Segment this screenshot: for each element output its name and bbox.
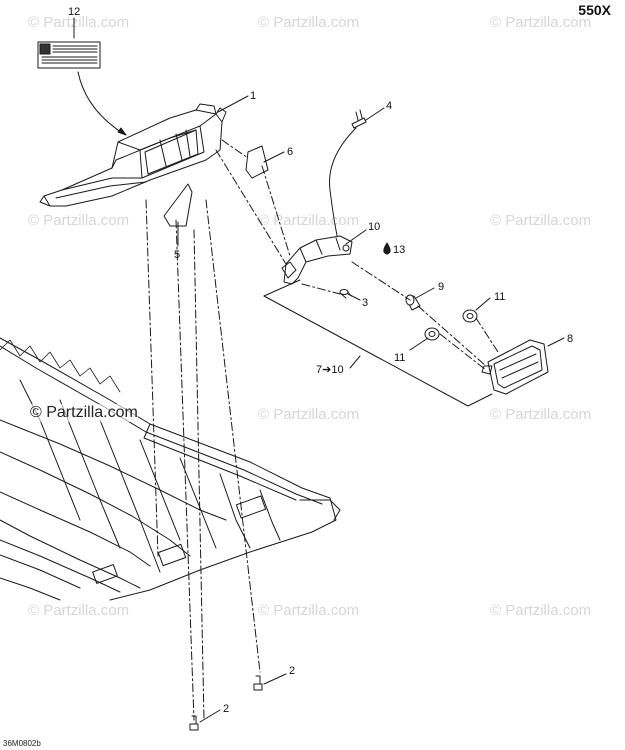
alignment-line [417,305,487,367]
alignment-line [145,199,159,557]
console-part [39,103,227,207]
callout-10: 10 [368,221,380,233]
callout-12: 12 [68,6,80,18]
bolt-part [253,675,263,691]
alignment-line [205,199,261,673]
callout-2: 2 [289,665,295,677]
alignment-line [193,229,205,721]
alignment-line [439,333,487,371]
decal-arrow [77,71,125,135]
side-panel-part [245,145,269,179]
bolt-part [351,109,367,129]
watermark-main: © Partzilla.com [30,404,138,422]
leader-line [347,293,361,301]
group-bracket-line [263,295,493,407]
group-bracket-line [263,279,301,297]
callout-9: 9 [438,281,444,293]
droplet-icon [383,242,391,255]
grommet-part [424,327,440,341]
callout-6: 6 [287,146,293,158]
watermark: © Partzilla.com [258,14,360,31]
callout-4: 4 [386,100,392,112]
leader-line [365,107,385,121]
alignment-line [261,165,291,257]
callout-11: 11 [394,352,405,364]
screw-part [339,289,352,299]
leader-line [217,95,249,113]
callout-11: 11 [494,291,505,303]
leader-line [415,287,435,299]
callout-8: 8 [567,333,573,345]
leader-line [349,355,361,369]
leader-line [409,337,429,351]
alignment-line [475,317,499,353]
grommet-part [466,313,474,319]
grommet-part [462,309,478,323]
harness-bracket-part [281,235,353,285]
callout-1: 1 [250,90,256,102]
leader-line [547,337,565,347]
wire-line [329,127,357,241]
watermark: © Partzilla.com [490,212,592,229]
leader-line [199,709,221,723]
callout-13: 13 [393,244,405,256]
watermark: © Partzilla.com [258,602,360,619]
watermark: © Partzilla.com [28,14,130,31]
leader-line [263,151,285,163]
leader-line [345,229,367,245]
decal-label-part [37,41,101,69]
bolt-part [189,715,199,731]
alignment-line [221,139,249,159]
frame-part [0,337,341,601]
callout-5: 5 [174,249,180,261]
watermark: © Partzilla.com [490,406,592,423]
leader-line [263,673,287,685]
watermark: © Partzilla.com [490,602,592,619]
watermark: © Partzilla.com [490,14,592,31]
alignment-line [215,149,287,265]
drawing-code: 36M0802b [3,739,41,748]
leader-line [475,297,491,311]
watermark: © Partzilla.com [258,406,360,423]
alignment-line [175,219,195,721]
callout-3: 3 [362,297,368,309]
alignment-line [301,283,341,295]
watermark: © Partzilla.com [28,212,130,229]
callout-2: 2 [223,703,229,715]
callout-7-to-10: 7➔10 [316,364,344,376]
alignment-line [351,261,411,301]
watermark: © Partzilla.com [28,602,130,619]
decal-arrow-head [117,127,127,136]
grommet-part [428,331,436,337]
side-panel-part [163,183,193,227]
model-label: 550X [578,2,611,18]
headlight-part [481,339,549,395]
